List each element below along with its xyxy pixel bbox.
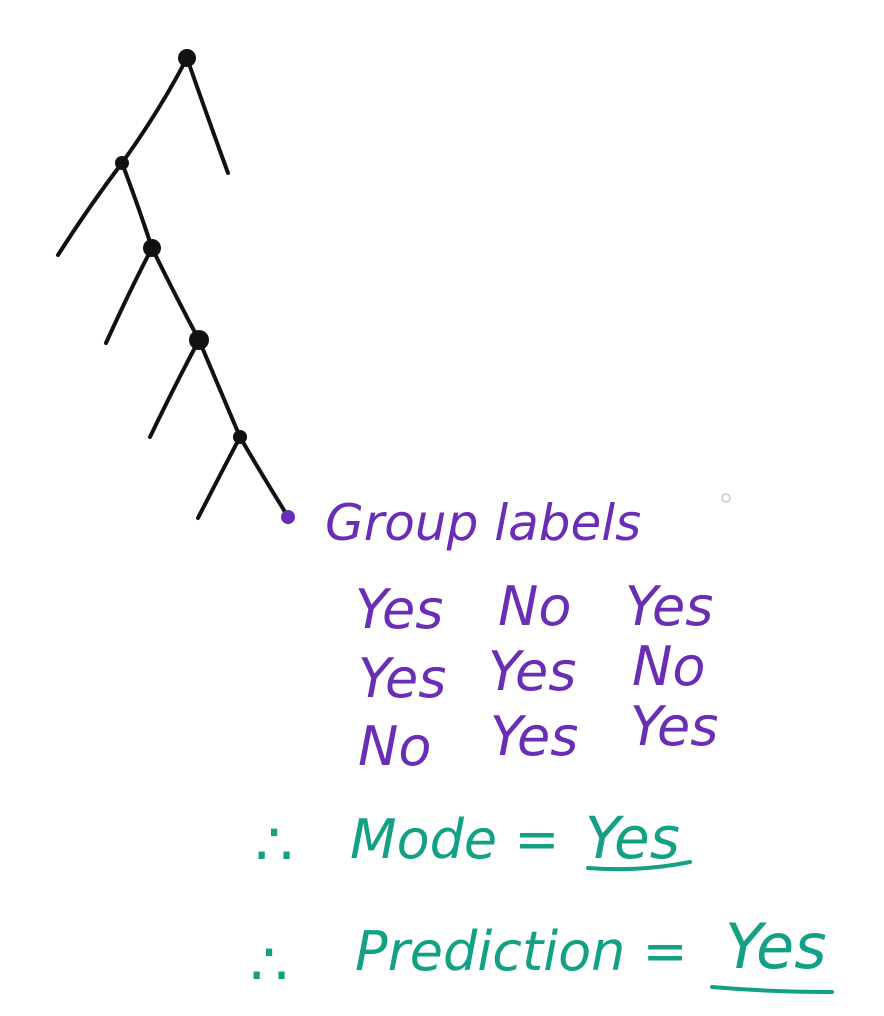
group-label-cell: No bbox=[632, 635, 705, 698]
mode-value: Yes bbox=[585, 804, 680, 872]
group-labels-grid: Yes No Yes Yes Yes No No Yes Yes bbox=[355, 575, 718, 778]
edge-root-to-node1 bbox=[120, 56, 189, 165]
node-3 bbox=[189, 330, 209, 350]
group-label-cell: Yes bbox=[358, 647, 446, 710]
group-label-cell: No bbox=[358, 715, 431, 778]
therefore-symbol: ∴ bbox=[255, 810, 293, 880]
selected-leaf-node bbox=[281, 510, 295, 524]
edge-node3-to-node4 bbox=[197, 338, 242, 439]
mode-value-underline bbox=[586, 860, 692, 872]
node-1 bbox=[115, 156, 129, 170]
node-4 bbox=[233, 430, 247, 444]
root-node bbox=[178, 49, 196, 67]
mode-label: Mode = bbox=[350, 808, 560, 871]
mode-conclusion: ∴ Mode = Yes bbox=[255, 804, 680, 880]
edge-node1-to-node2 bbox=[120, 161, 154, 250]
prediction-value: Yes bbox=[725, 910, 827, 983]
edge-root-to-right-leaf bbox=[185, 56, 230, 175]
prediction-label: Prediction = bbox=[355, 920, 688, 983]
group-label-cell: Yes bbox=[488, 640, 576, 703]
stray-dot bbox=[721, 493, 731, 503]
group-label-cell: Yes bbox=[490, 705, 578, 768]
therefore-symbol: ∴ bbox=[250, 930, 288, 1000]
group-label-cell: Yes bbox=[625, 575, 713, 638]
prediction-conclusion: ∴ Prediction = Yes bbox=[250, 910, 827, 1000]
edge-node2-to-left-leaf bbox=[104, 246, 154, 345]
group-label-cell: No bbox=[498, 575, 571, 638]
edge-node4-to-leaf bbox=[238, 435, 289, 517]
edge-node3-to-left-leaf bbox=[148, 338, 201, 439]
tree-nodes bbox=[115, 49, 247, 444]
group-labels-heading: Group labels bbox=[325, 494, 641, 552]
group-label-cell: Yes bbox=[355, 578, 443, 641]
edge-node4-to-left-leaf bbox=[196, 435, 242, 520]
node-2 bbox=[143, 239, 161, 257]
tree-edges bbox=[56, 56, 289, 520]
prediction-value-underline bbox=[710, 985, 834, 994]
edge-node2-to-node3 bbox=[150, 246, 201, 342]
edge-node1-to-left-leaf bbox=[56, 161, 124, 257]
group-label-cell: Yes bbox=[630, 695, 718, 758]
